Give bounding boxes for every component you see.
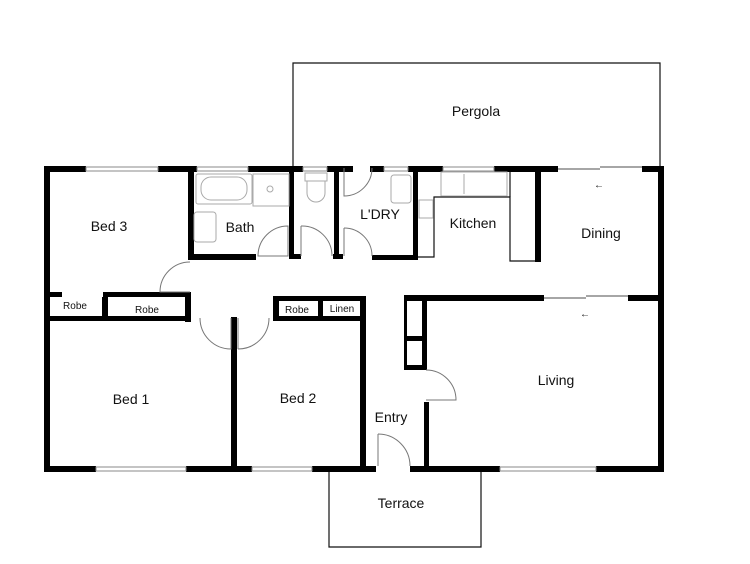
door-swings	[159, 167, 457, 467]
room-label-robe-bed2: Robe	[285, 305, 309, 316]
interior-walls	[44, 166, 664, 472]
pergola-area	[292, 62, 661, 167]
room-label-living: Living	[538, 372, 575, 388]
terrace-area	[328, 469, 482, 548]
room-label-laundry: L'DRY	[360, 206, 400, 222]
washer-icon	[418, 199, 434, 219]
toilet-icon	[304, 172, 328, 182]
room-label-bed1: Bed 1	[113, 391, 150, 407]
room-label-linen: Linen	[330, 304, 354, 315]
room-label-robe-bed3-b: Robe	[135, 305, 159, 316]
bathroom-fixtures	[193, 171, 508, 243]
room-label-bed3: Bed 3	[91, 218, 128, 234]
room-label-bed2: Bed 2	[280, 390, 317, 406]
room-label-bath: Bath	[226, 219, 255, 235]
room-label-kitchen: Kitchen	[450, 215, 497, 231]
kitchen-sink-icon	[440, 171, 508, 197]
sliding-doors	[544, 166, 642, 299]
room-label-pergola: Pergola	[452, 103, 500, 119]
room-label-entry: Entry	[375, 409, 408, 425]
sliding-arrow-living: ←	[580, 309, 590, 320]
room-label-robe-bed3-a: Robe	[63, 301, 87, 312]
sliding-arrow-dining: ←	[594, 180, 604, 191]
room-label-dining: Dining	[581, 225, 621, 241]
windows	[85, 166, 597, 472]
laundry-tub-icon	[390, 174, 412, 204]
room-label-terrace: Terrace	[378, 495, 425, 511]
basin-icon	[193, 211, 217, 243]
